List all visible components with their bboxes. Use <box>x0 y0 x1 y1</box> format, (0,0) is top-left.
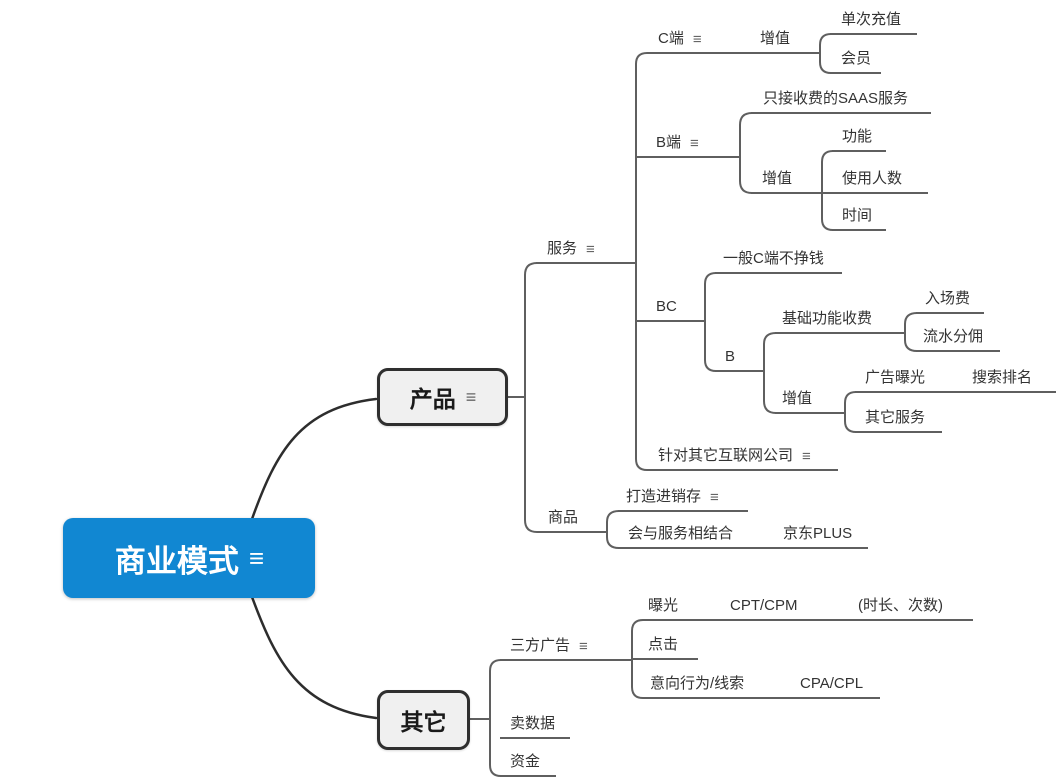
bracket-b-children <box>763 332 777 414</box>
topic-other-service-label: 其它服务 <box>865 409 926 426</box>
topic-duration-times[interactable]: (时长、次数) <box>853 594 973 621</box>
topic-third-party-ads[interactable]: 三方广告 ≡ <box>500 634 632 661</box>
topic-funds[interactable]: 资金 <box>500 750 556 777</box>
topic-cpa-cpl[interactable]: CPA/CPL <box>790 672 880 699</box>
topic-saas-label: 只接收费的SAAS服务 <box>763 90 909 107</box>
topic-jinxiaocun[interactable]: 打造进销存 ≡ <box>618 485 748 512</box>
bracket-bside-valueadd-children <box>821 150 834 231</box>
topic-root-label: 商业模式 <box>114 543 239 579</box>
topic-bc-label: BC <box>656 298 677 315</box>
topic-product-label: 产品 <box>409 386 456 412</box>
topic-ad-exposure-label: 广告曝光 <box>865 369 926 386</box>
topic-b-value-add-label: 增值 <box>762 170 793 187</box>
topic-other-label: 其它 <box>400 709 447 735</box>
topic-user-count[interactable]: 使用人数 <box>822 167 928 194</box>
notes-icon[interactable]: ≡ <box>248 543 264 573</box>
notes-icon[interactable]: ≡ <box>465 387 476 407</box>
topic-entry-fee-label: 入场费 <box>925 290 971 307</box>
topic-entry-fee[interactable]: 入场费 <box>916 287 984 314</box>
topic-sell-data[interactable]: 卖数据 <box>500 712 570 739</box>
topic-flow-commission-label: 流水分佣 <box>923 328 984 345</box>
topic-intent-label: 意向行为/线索 <box>650 675 745 692</box>
topic-sell-data-label: 卖数据 <box>510 715 556 732</box>
topic-goods-label: 商品 <box>548 509 579 526</box>
topic-jd-plus[interactable]: 京东PLUS <box>770 522 868 549</box>
topic-basic-fee-label: 基础功能收费 <box>782 310 873 327</box>
notes-icon[interactable]: ≡ <box>710 489 719 506</box>
topic-combine-service-label: 会与服务相结合 <box>628 525 734 542</box>
notes-icon[interactable]: ≡ <box>802 448 811 465</box>
bracket-bside-children <box>739 112 753 194</box>
topic-goods[interactable]: 商品 <box>537 506 607 533</box>
topic-b-label: B <box>725 348 736 365</box>
topic-b[interactable]: B <box>715 345 764 372</box>
topic-member[interactable]: 会员 <box>830 47 881 74</box>
topic-jd-plus-label: 京东PLUS <box>783 525 853 542</box>
topic-exposure-label: 曝光 <box>648 597 679 614</box>
bracket-bc-children <box>704 272 717 372</box>
topic-jinxiaocun-label: 打造进销存 <box>626 488 702 505</box>
topic-combine-service[interactable]: 会与服务相结合 <box>618 522 770 549</box>
topic-b2-value-add[interactable]: 增值 <box>775 387 845 414</box>
topic-search-rank[interactable]: 搜索排名 <box>952 366 1056 393</box>
topic-feature[interactable]: 功能 <box>832 125 886 152</box>
topic-other-service[interactable]: 其它服务 <box>855 406 942 433</box>
topic-cpt-cpm[interactable]: CPT/CPM <box>720 594 853 621</box>
topic-service-label: 服务 <box>547 240 578 257</box>
topic-saas[interactable]: 只接收费的SAAS服务 <box>751 87 931 114</box>
bracket-goods-children <box>606 510 620 549</box>
topic-cpa-cpl-label: CPA/CPL <box>800 675 864 692</box>
topic-time[interactable]: 时间 <box>832 204 886 231</box>
topic-other-internet[interactable]: 针对其它互联网公司 ≡ <box>647 444 838 471</box>
topic-c-no-money[interactable]: 一般C端不挣钱 <box>715 247 842 274</box>
topic-bc[interactable]: BC <box>636 295 705 322</box>
topic-single-recharge[interactable]: 单次充值 <box>830 8 917 35</box>
bracket-other-children <box>469 659 502 777</box>
topic-c-value-add[interactable]: 增值 <box>746 27 820 54</box>
topic-user-count-label: 使用人数 <box>842 170 903 187</box>
topic-search-rank-label: 搜索排名 <box>972 369 1033 386</box>
notes-icon[interactable]: ≡ <box>579 638 588 655</box>
topic-other[interactable]: 其它 <box>377 690 470 750</box>
topic-b-side[interactable]: B端 ≡ <box>636 131 740 158</box>
topic-b-side-label: B端 <box>656 134 682 151</box>
notes-icon[interactable]: ≡ <box>690 135 699 152</box>
topic-duration-times-label: (时长、次数) <box>858 597 943 614</box>
topic-single-recharge-label: 单次充值 <box>841 11 902 28</box>
topic-root[interactable]: 商业模式 ≡ <box>63 518 315 598</box>
topic-click-label: 点击 <box>648 636 679 653</box>
topic-basic-fee[interactable]: 基础功能收费 <box>775 307 905 334</box>
topic-c-no-money-label: 一般C端不挣钱 <box>723 250 824 267</box>
topic-cpt-cpm-label: CPT/CPM <box>730 597 798 614</box>
topic-click[interactable]: 点击 <box>632 633 698 660</box>
topic-b2-value-add-label: 增值 <box>782 390 813 407</box>
topic-c-side[interactable]: C端 ≡ <box>647 27 746 54</box>
bracket-service-children <box>635 52 648 471</box>
topic-flow-commission[interactable]: 流水分佣 <box>916 325 1000 352</box>
topic-intent[interactable]: 意向行为/线索 <box>643 672 790 699</box>
topic-ad-exposure[interactable]: 广告曝光 <box>855 366 952 393</box>
bracket-basicfee-children <box>904 312 918 352</box>
notes-icon[interactable]: ≡ <box>586 241 595 258</box>
topic-b-value-add[interactable]: 增值 <box>751 167 821 194</box>
topic-member-label: 会员 <box>841 50 872 67</box>
topic-other-internet-label: 针对其它互联网公司 <box>658 447 794 464</box>
bracket-cside-children <box>819 33 832 74</box>
topic-service[interactable]: 服务 ≡ <box>536 237 636 264</box>
topic-c-value-add-label: 增值 <box>760 30 791 47</box>
topic-c-side-label: C端 <box>658 30 684 47</box>
bracket-b-valueadd-children <box>844 391 857 433</box>
topic-exposure[interactable]: 曝光 <box>643 594 720 621</box>
topic-feature-label: 功能 <box>842 128 873 145</box>
topic-funds-label: 资金 <box>510 753 541 770</box>
connector-root-product <box>250 397 378 521</box>
topic-product[interactable]: 产品 ≡ <box>377 368 508 426</box>
topic-third-party-ads-label: 三方广告 <box>510 637 571 654</box>
topic-time-label: 时间 <box>842 207 873 224</box>
notes-icon[interactable]: ≡ <box>692 31 702 48</box>
bracket-product-children <box>507 262 538 533</box>
connector-root-other <box>250 595 378 720</box>
